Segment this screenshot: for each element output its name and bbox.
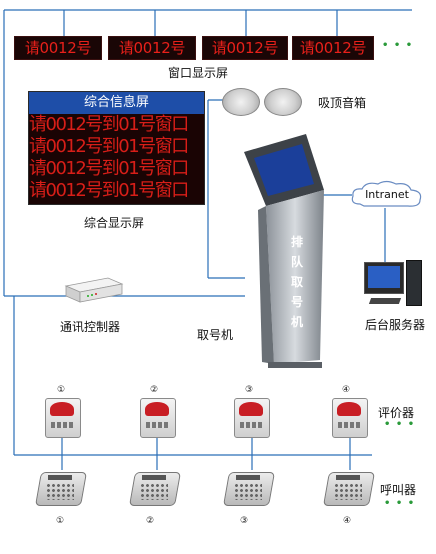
kiosk-vertical-text: 排 队 取 号 机 <box>290 232 304 332</box>
evaluator-number-4: ④ <box>342 385 351 395</box>
info-screen-row-2: 请0012号到01号窗口 <box>29 136 189 157</box>
speaker-1 <box>222 88 260 116</box>
communication-controller <box>64 276 124 304</box>
caller-1 <box>35 472 87 506</box>
info-screen-label: 综合显示屏 <box>84 216 145 230</box>
window-screen-2: 请0012号 <box>108 36 196 60</box>
intranet-label: Intranet <box>365 188 409 201</box>
window-screen-3: 请0012号 <box>202 36 288 60</box>
evaluator-1 <box>45 392 81 438</box>
caller-number-2: ② <box>146 516 155 526</box>
window-display-label: 窗口显示屏 <box>168 66 229 80</box>
kiosk-char-3: 取 <box>290 275 303 289</box>
caller-3 <box>223 472 275 506</box>
callers-label: 呼叫器 <box>380 483 417 497</box>
intranet-cloud: Intranet <box>350 180 424 210</box>
speakers-label: 吸顶音箱 <box>318 96 367 110</box>
evaluator-number-2: ② <box>150 385 159 395</box>
info-screen: 综合信息屏 请0012号到01号窗口 请0012号到01号窗口 请0012号到0… <box>28 91 205 205</box>
caller-number-4: ④ <box>343 516 352 526</box>
server-keyboard <box>368 298 402 304</box>
info-screen-row-4: 请0012号到01号窗口 <box>29 180 189 201</box>
info-screen-title: 综合信息屏 <box>29 92 204 114</box>
evaluators-label: 评价器 <box>378 406 415 420</box>
window-display-more: • • • <box>382 40 414 51</box>
server-monitor <box>364 262 404 294</box>
server-label: 后台服务器 <box>365 318 426 332</box>
kiosk-char-4: 号 <box>290 295 303 309</box>
evaluator-2 <box>140 392 176 438</box>
kiosk-char-2: 队 <box>290 255 303 269</box>
kiosk-char-5: 机 <box>290 315 303 329</box>
server-tower <box>406 260 422 306</box>
window-screen-4: 请0012号 <box>292 36 374 60</box>
kiosk-char-1: 排 <box>290 235 303 249</box>
caller-number-1: ① <box>56 516 65 526</box>
kiosk-label: 取号机 <box>197 328 234 342</box>
caller-4 <box>323 472 375 506</box>
info-screen-row-1: 请0012号到01号窗口 <box>29 114 189 135</box>
evaluators-more: • • • <box>384 419 416 430</box>
info-screen-row-3: 请0012号到01号窗口 <box>29 158 189 179</box>
caller-number-3: ③ <box>240 516 249 526</box>
evaluator-3 <box>234 392 270 438</box>
server <box>364 260 434 310</box>
evaluator-number-1: ① <box>57 385 66 395</box>
kiosk: 排 队 取 号 机 <box>240 130 330 370</box>
controller-label: 通讯控制器 <box>60 320 121 334</box>
caller-2 <box>129 472 181 506</box>
window-screen-1: 请0012号 <box>14 36 102 60</box>
speaker-2 <box>264 88 302 116</box>
evaluator-4 <box>332 392 368 438</box>
callers-more: • • • <box>384 498 416 509</box>
evaluator-number-3: ③ <box>245 385 254 395</box>
